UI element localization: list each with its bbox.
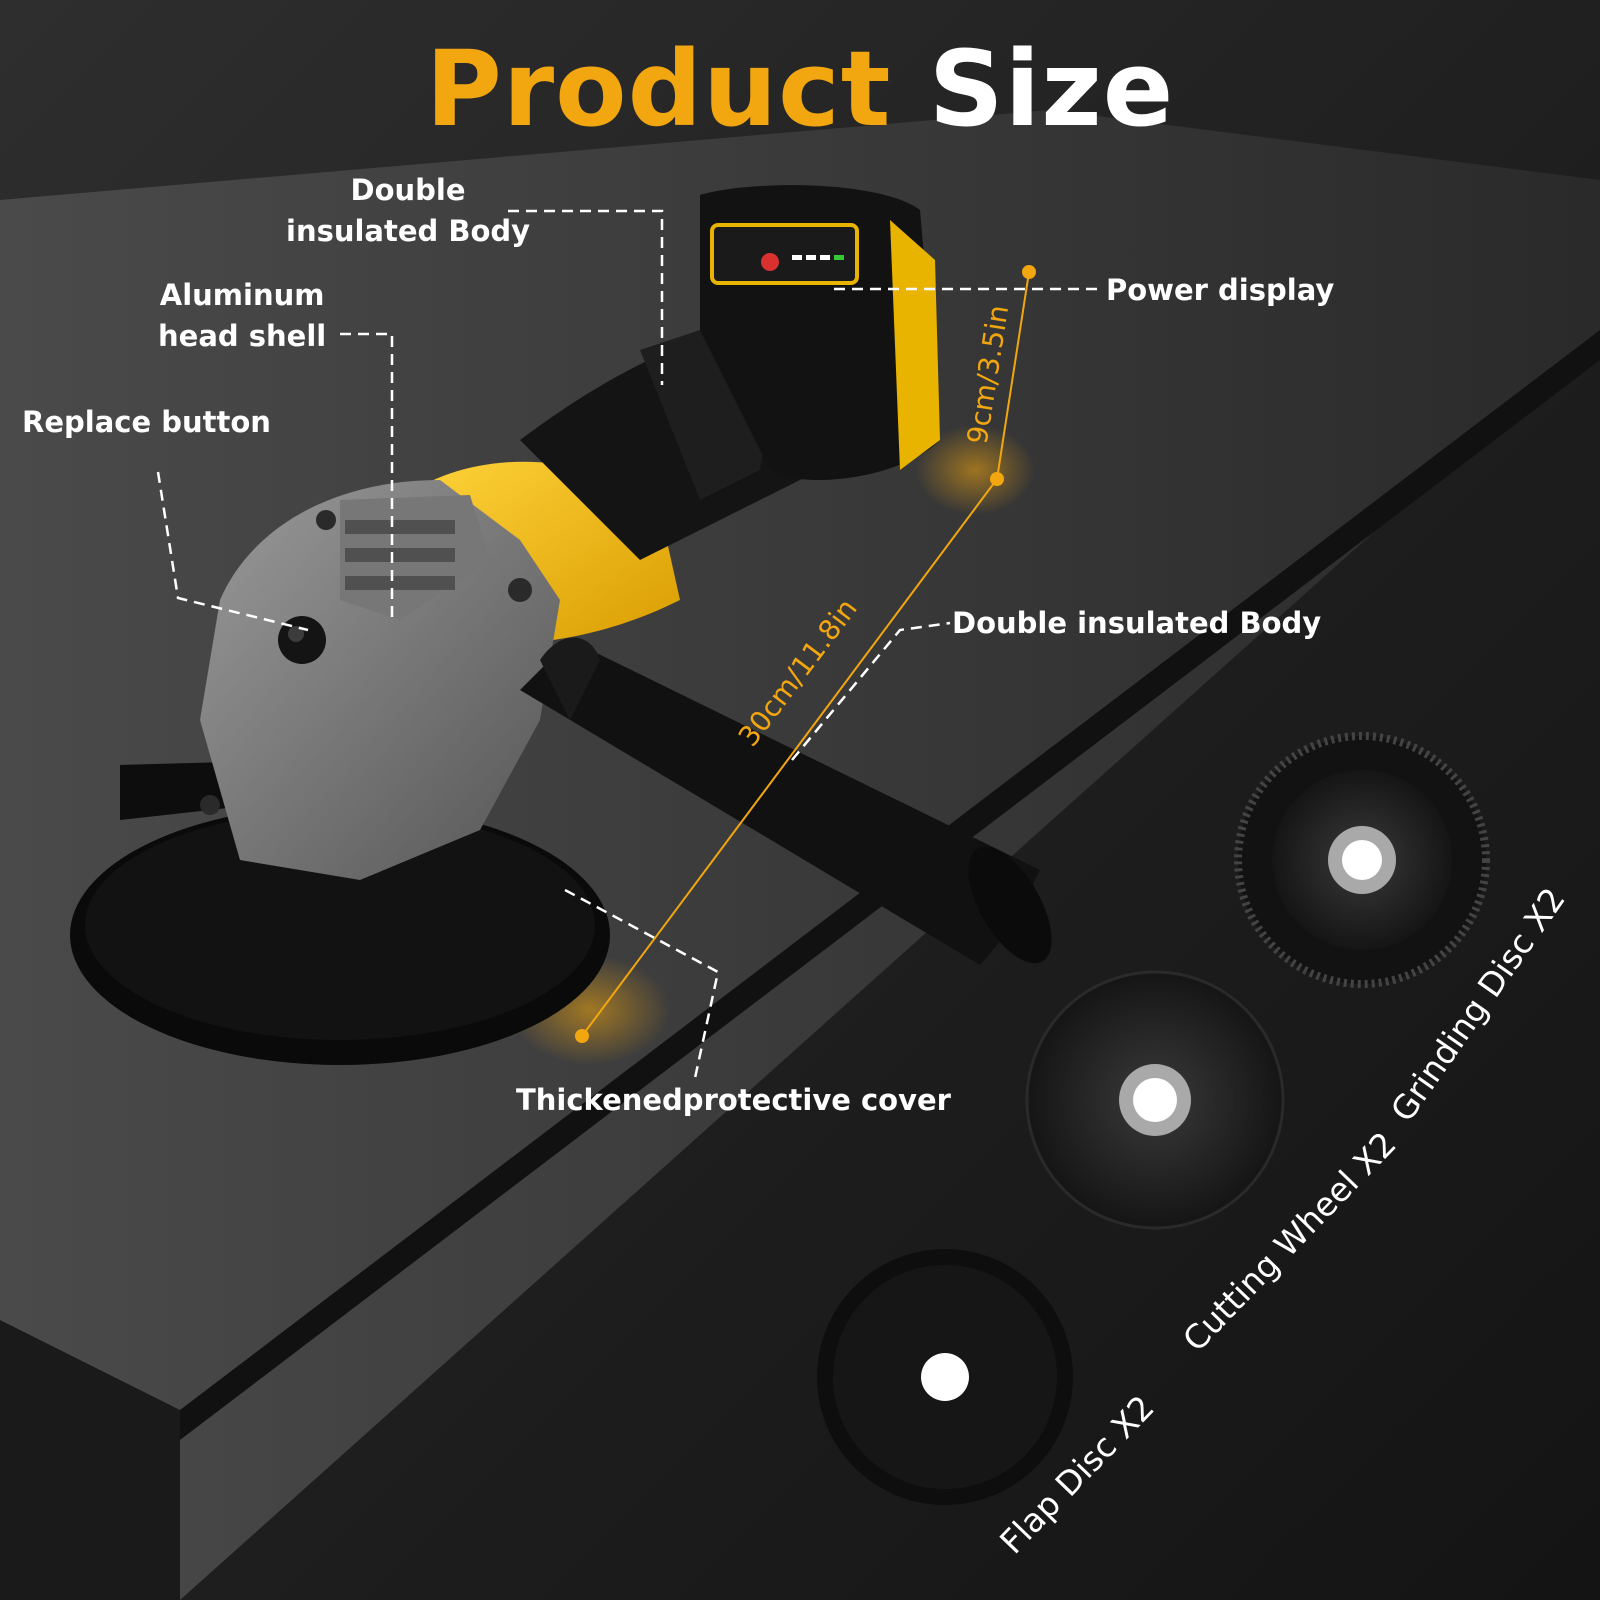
callout-double-insulated-top: Double insulated Body	[286, 173, 531, 248]
callout-replace-button: Replace button	[22, 405, 271, 439]
table-edge	[0, 1320, 180, 1600]
power-display-panel	[710, 223, 859, 285]
aluminum-head	[200, 480, 560, 880]
page-title: Product Size	[0, 28, 1600, 150]
title-word-size: Size	[928, 28, 1175, 150]
callout-double-insulated-body: Double insulated Body	[952, 606, 1322, 640]
callout-aluminum-head-shell: Aluminum head shell	[158, 278, 327, 353]
title-word-product: Product	[425, 28, 892, 150]
dimension-lines	[575, 265, 1036, 1043]
callout-power-display: Power display	[1106, 273, 1335, 307]
grinding-disc	[1234, 732, 1490, 988]
flap-disc	[817, 1249, 1073, 1505]
cutting-wheel	[1025, 970, 1285, 1230]
callout-protective-cover: Thickenedprotective cover	[516, 1083, 951, 1117]
callout-leaders	[156, 209, 1104, 1079]
spindle-lock-button	[278, 616, 326, 664]
side-handle	[520, 640, 1040, 965]
